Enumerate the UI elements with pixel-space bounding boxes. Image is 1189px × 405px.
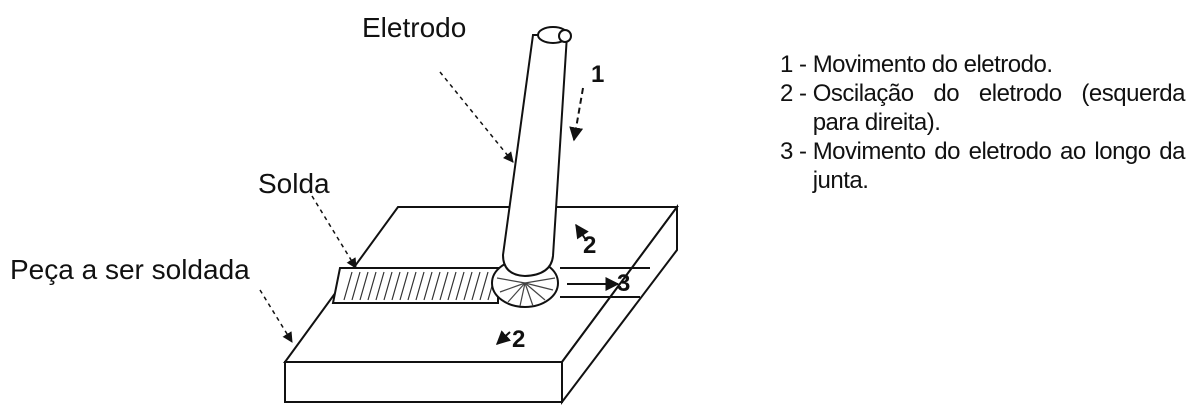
weld-bead <box>331 267 650 304</box>
electrode-rod <box>501 34 569 278</box>
electrode-label: Eletrodo <box>362 12 466 43</box>
weld-leader <box>311 195 357 269</box>
electrode-top-end <box>558 29 572 43</box>
oscillation-2-lower-marker: 2 <box>512 326 525 353</box>
workpiece-label: Peça a ser soldada <box>10 254 250 285</box>
plate-side-face <box>561 203 678 405</box>
legend: 1 - Movimento do eletrodo. 2 - Oscilação… <box>780 50 1186 195</box>
plate-front-face <box>284 361 563 403</box>
oscillation-2-upper-arrow <box>575 223 589 241</box>
movement-1-arrow <box>569 87 584 142</box>
workpiece-plate <box>283 203 679 405</box>
oscillation-2-lower-arrow <box>495 330 512 345</box>
legend-item: 2 - Oscilação do eletrodo (esquerda para… <box>780 80 1186 136</box>
movement-arrows <box>495 87 620 345</box>
legend-item-text: Movimento do eletrodo ao longo da junta. <box>812 138 1186 194</box>
movement-3-marker: 3 <box>617 270 630 297</box>
electrode <box>501 26 572 278</box>
leader-lines <box>259 71 514 343</box>
legend-item-number: 3 <box>780 138 793 165</box>
electrode-leader <box>439 71 514 163</box>
legend-item-text: Oscilação do eletrodo (esquerda para dir… <box>812 80 1186 136</box>
weld-label: Solda <box>258 168 330 199</box>
oscillation-2-upper-marker: 2 <box>583 232 596 259</box>
movement-1-marker: 1 <box>591 61 604 88</box>
legend-item-number: 2 <box>780 80 793 107</box>
legend-item: 1 - Movimento do eletrodo. <box>780 50 1185 79</box>
workpiece-leader <box>259 289 293 343</box>
legend-item-number: 1 <box>780 51 793 78</box>
legend-item: 3 - Movimento do eletrodo ao longo da ju… <box>780 138 1186 194</box>
legend-item-text: Movimento do eletrodo. <box>812 51 1053 78</box>
